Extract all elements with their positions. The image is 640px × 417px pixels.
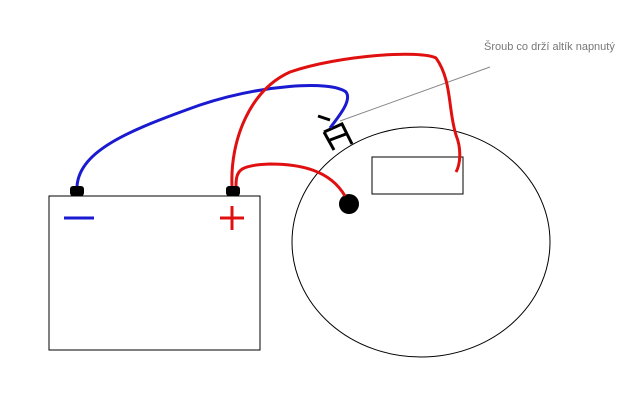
annotation-leader-line — [339, 66, 491, 122]
battery-negative-terminal — [70, 186, 84, 196]
negative-wire — [75, 84, 349, 187]
positive-sign — [220, 206, 244, 230]
battery — [48, 195, 261, 351]
component-box — [371, 156, 464, 195]
gazebo-base-circle — [291, 126, 551, 358]
contact-point — [339, 194, 359, 214]
positive-wire-to-contact — [234, 162, 347, 197]
annotation-label: Šroub co drží altík napnutý — [484, 41, 615, 53]
battery-positive-terminal — [226, 186, 240, 196]
screw-icon — [317, 114, 354, 151]
positive-wire-to-screw-arc — [230, 52, 462, 187]
